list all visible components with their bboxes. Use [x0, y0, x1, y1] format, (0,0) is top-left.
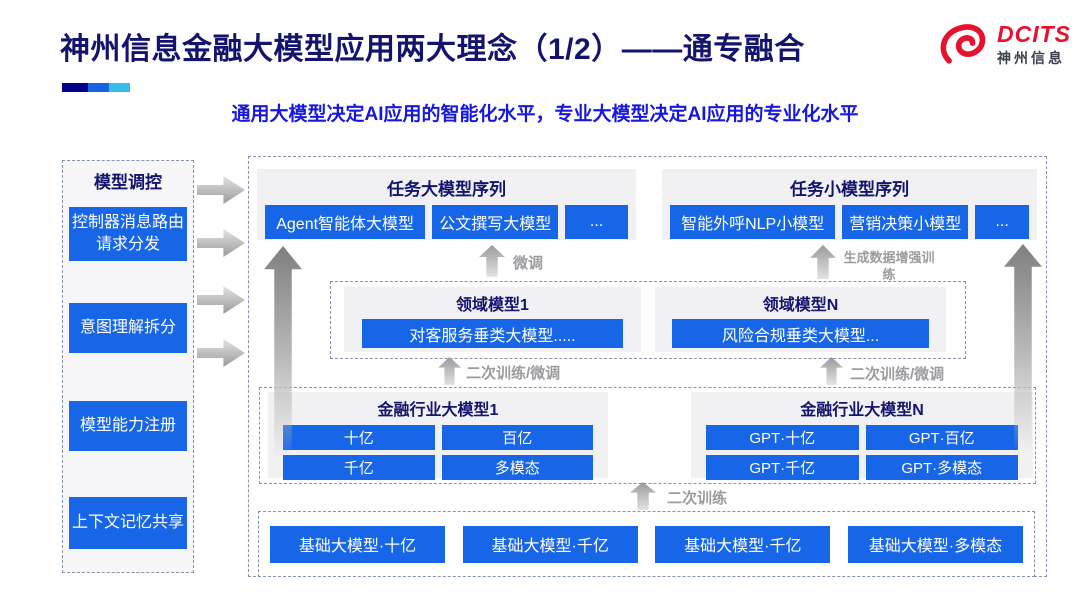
subtitle: 通用大模型决定AI应用的智能化水平，专业大模型决定AI应用的专业化水平: [231, 104, 859, 125]
node-gpt-billion: GPT·十亿: [706, 425, 859, 450]
page-title: 神州信息金融大模型应用两大理念（1/2）——通专融合: [60, 33, 805, 66]
arrow-label-retrain-finetune-right: 二次训练/微调: [850, 366, 945, 383]
panel-industry-model-n: 金融行业大模型N GPT·十亿 GPT·百亿 GPT·千亿 GPT·多模态: [691, 392, 1033, 480]
sidebar-item-intent-split: 意图理解拆分: [69, 303, 187, 353]
panel-industry-model-1: 金融行业大模型1 十亿 百亿 千亿 多模态: [268, 392, 608, 480]
panel-task-large-models: 任务大模型序列 Agent智能体大模型 公文撰写大模型 ...: [257, 169, 636, 240]
node-gpt-multimodal: GPT·多模态: [865, 455, 1018, 480]
task-large-row: Agent智能体大模型 公文撰写大模型 ...: [257, 205, 636, 239]
sidebar-title: 模型调控: [94, 173, 162, 192]
right-arrow-icon: [197, 176, 245, 204]
industry-grid: GPT·十亿 GPT·百亿 GPT·千亿 GPT·多模态: [706, 425, 1018, 480]
arrow-label-retrain-finetune-left: 二次训练/微调: [466, 365, 561, 382]
node-risk-compliance-vertical-model: 风险合规垂类大模型...: [672, 319, 929, 348]
accent-segment-blue: [88, 83, 109, 92]
node-document-writing-model: 公文撰写大模型: [432, 205, 559, 239]
node-ten-billion: 百亿: [441, 425, 593, 450]
panel-title: 领域模型1: [456, 297, 529, 314]
right-arrow-icon: [197, 286, 245, 314]
arrow-label-retrain-base: 二次训练: [667, 490, 728, 507]
arrow-label-finetune: 微调: [513, 255, 544, 272]
title-accent-bar: [62, 83, 130, 92]
node-gpt-ten-billion: GPT·百亿: [865, 425, 1018, 450]
node-marketing-decision-model: 营销决策小模型: [842, 205, 969, 239]
panel-title: 领域模型N: [762, 297, 839, 314]
industry-grid: 十亿 百亿 千亿 多模态: [283, 425, 593, 480]
panel-title: 任务大模型序列: [387, 180, 506, 199]
node-multimodal: 多模态: [441, 455, 593, 480]
node-base-model-multimodal: 基础大模型·多模态: [847, 525, 1023, 563]
panel-title: 任务小模型序列: [790, 180, 909, 199]
task-small-row: 智能外呼NLP小模型 营销决策小模型 ...: [662, 205, 1037, 239]
node-customer-service-vertical-model: 对客服务垂类大模型.....: [361, 319, 624, 348]
node-gpt-hundred-billion: GPT·千亿: [706, 455, 859, 480]
sidebar-item-context-memory: 上下文记忆共享: [69, 497, 187, 549]
logo-company: 神州信息: [997, 50, 1065, 67]
base-models-box: 基础大模型·十亿 基础大模型·千亿 基础大模型·千亿 基础大模型·多模态: [258, 511, 1035, 577]
node-base-model-billion: 基础大模型·十亿: [270, 525, 445, 563]
accent-segment-navy: [62, 83, 88, 92]
right-arrow-icon: [197, 229, 245, 257]
accent-segment-cyan: [109, 83, 130, 92]
node-agent-large-model: Agent智能体大模型: [265, 205, 426, 239]
sidebar-item-controller-routing: 控制器消息路由请求分发: [69, 207, 187, 261]
node-outbound-nlp-model: 智能外呼NLP小模型: [670, 205, 836, 239]
node-base-model-hundred-billion-2: 基础大模型·千亿: [655, 525, 831, 563]
panel-domain-model-n: 领域模型N 风险合规垂类大模型...: [655, 287, 946, 352]
dcits-swirl-icon: [940, 24, 986, 64]
sidebar-model-control: 模型调控 控制器消息路由请求分发 意图理解拆分 模型能力注册 上下文记忆共享: [62, 160, 194, 573]
logo-brand: DCITS: [997, 21, 1071, 47]
logo-text: DCITS 神州信息: [997, 22, 1071, 68]
panel-title: 金融行业大模型1: [377, 402, 499, 419]
logo: DCITS 神州信息: [938, 22, 1071, 68]
sidebar-item-capability-register: 模型能力注册: [69, 401, 187, 451]
panel-domain-model-1: 领域模型1 对客服务垂类大模型.....: [344, 287, 641, 352]
node-more-small-models: ...: [975, 205, 1029, 239]
right-arrow-icon: [197, 339, 245, 367]
panel-task-small-models: 任务小模型序列 智能外呼NLP小模型 营销决策小模型 ...: [662, 169, 1037, 240]
node-more-large-models: ...: [565, 205, 628, 239]
arrow-label-augment-training: 生成数据增强训练: [843, 250, 935, 282]
panel-title: 金融行业大模型N: [800, 402, 924, 419]
node-billion: 十亿: [283, 425, 435, 450]
node-hundred-billion: 千亿: [283, 455, 435, 480]
node-base-model-hundred-billion-1: 基础大模型·千亿: [462, 525, 638, 563]
